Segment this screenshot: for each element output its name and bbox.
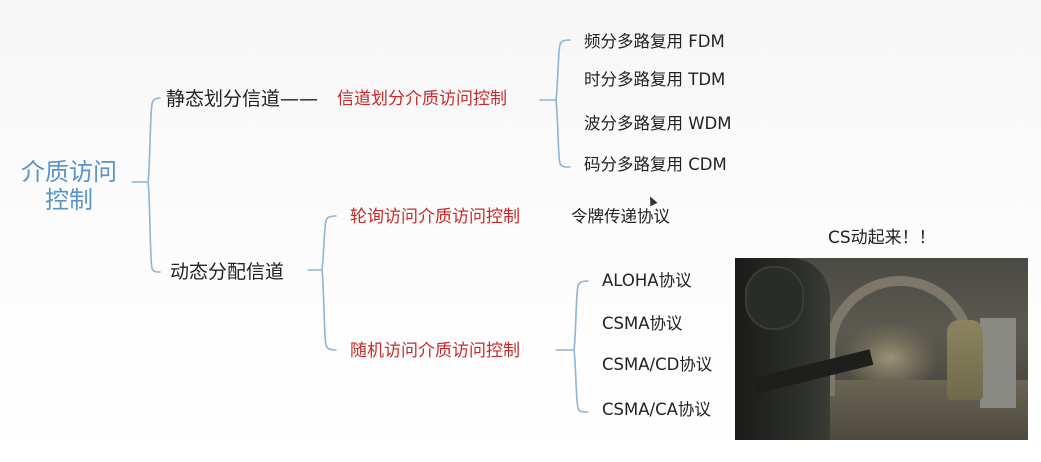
photo-soldier-helmet	[745, 266, 804, 330]
token-passing-item: 令牌传递协议	[571, 207, 670, 226]
root-title: 介质访问 控制	[14, 158, 124, 214]
photo-soldier-distant	[947, 320, 983, 400]
polling-access-label: 轮询访问介质访问控制	[350, 207, 520, 227]
cdm-item: 码分多路复用 CDM	[584, 155, 727, 174]
csma-ca-item: CSMA/CA协议	[602, 400, 711, 419]
tdm-item: 时分多路复用 TDM	[584, 70, 726, 89]
wdm-item: 波分多路复用 WDM	[584, 114, 732, 133]
dynamic-channel-label: 动态分配信道	[170, 261, 285, 283]
photo-crate	[980, 318, 1016, 408]
static-bracket	[539, 39, 571, 168]
csma-cd-item: CSMA/CD协议	[602, 355, 713, 374]
root-title-line2: 控制	[45, 186, 93, 214]
photo-caption: CS动起来！！	[828, 228, 936, 248]
root-bracket	[131, 97, 161, 273]
random-bracket	[555, 280, 589, 413]
csma-item: CSMA协议	[602, 314, 683, 333]
static-channel-label: 静态划分信道——	[166, 88, 319, 110]
game-screenshot-image	[735, 258, 1028, 440]
random-access-label: 随机访问介质访问控制	[350, 341, 520, 361]
dynamic-bracket	[307, 215, 337, 351]
aloha-item: ALOHA协议	[602, 271, 692, 290]
root-title-line1: 介质访问	[21, 158, 117, 186]
channel-partition-label: 信道划分介质访问控制	[337, 89, 507, 109]
fdm-item: 频分多路复用 FDM	[584, 32, 725, 51]
